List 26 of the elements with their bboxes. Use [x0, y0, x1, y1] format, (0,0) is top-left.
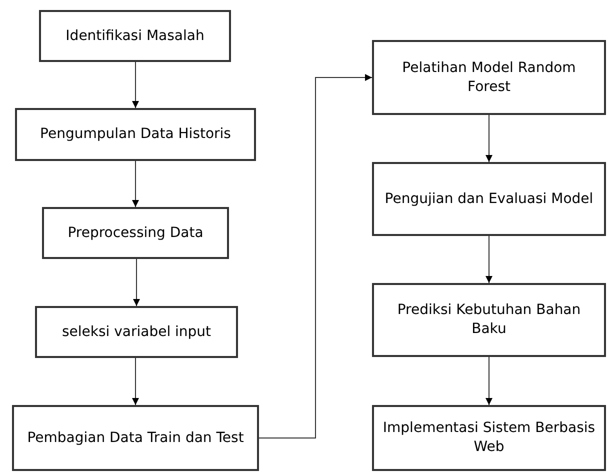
process-box [372, 283, 606, 357]
arrow [133, 258, 140, 306]
process-box [12, 405, 259, 471]
arrow [132, 358, 139, 406]
process-box [15, 108, 256, 161]
arrow [486, 356, 492, 406]
arrow [486, 236, 492, 284]
step-label: seleksi variabel input [62, 322, 212, 342]
process-box [42, 207, 229, 259]
step-label: Pembagian Data Train dan Test [27, 428, 244, 448]
step-label: Implementasi Sistem Berbasis Web [382, 419, 596, 457]
process-box [372, 40, 606, 115]
arrow [132, 160, 139, 208]
step-label: Pengujian dan Evaluasi Model [384, 190, 594, 208]
process-box [372, 162, 606, 236]
step-label: Identifikasi Masalah [66, 26, 204, 46]
arrow [258, 74, 372, 438]
step-label: Preprocessing Data [68, 224, 204, 242]
step-label: Pelatihan Model Random Forest [401, 58, 577, 96]
process-box [35, 306, 238, 358]
step-label: Pengumpulan Data Historis [40, 125, 231, 144]
step-label: Prediksi Kebutuhan Bahan Baku [396, 301, 582, 339]
arrow [132, 62, 139, 108]
process-box [39, 10, 231, 62]
process-box [372, 405, 606, 471]
arrow [486, 114, 492, 162]
